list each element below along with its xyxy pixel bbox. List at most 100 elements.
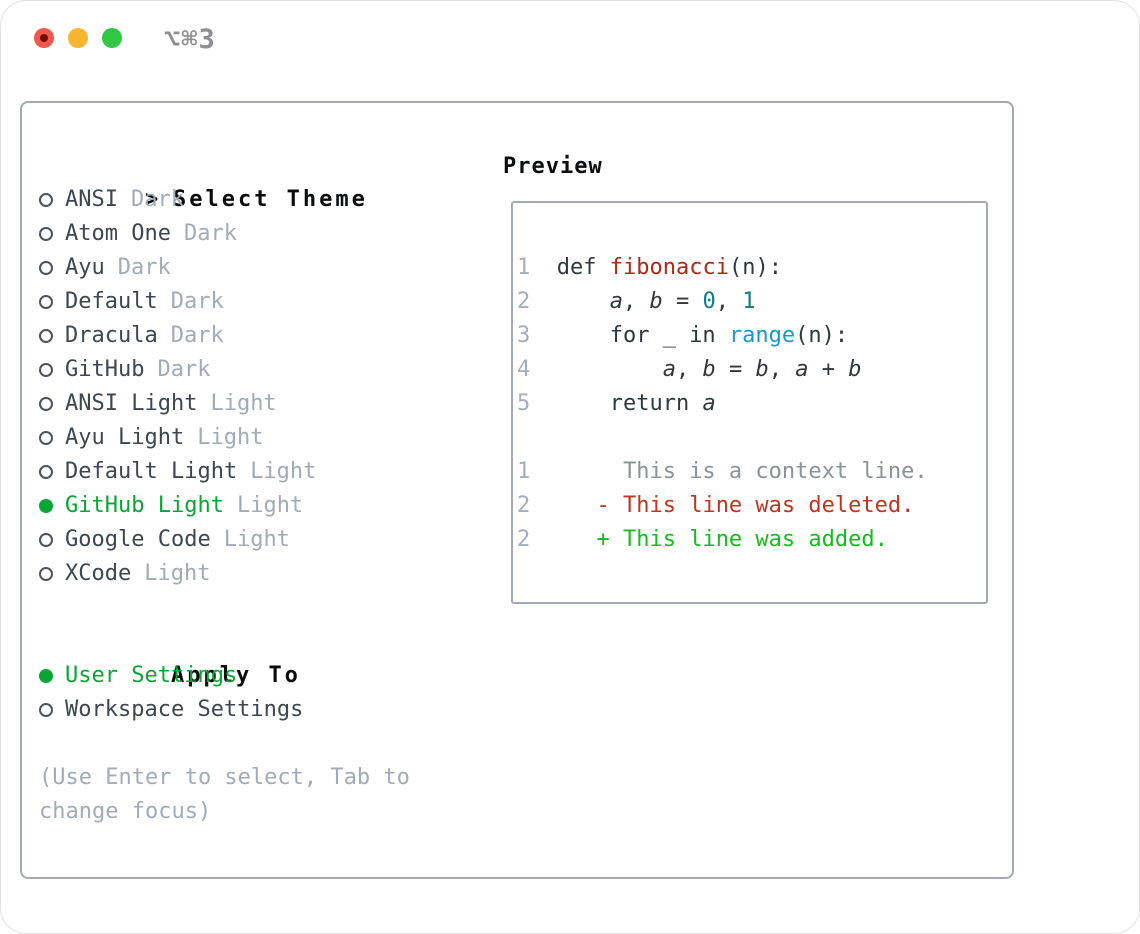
spacer <box>39 727 410 761</box>
preview-lines: 1 def fibonacci(n): 2 a, b = 0, 1 3 for _ … <box>517 251 928 557</box>
hint-line-1: (Use Enter to select, Tab to <box>39 765 410 790</box>
code-token-plain: , <box>715 289 743 314</box>
theme-name: ANSI Light <box>65 391 198 416</box>
theme-variant-badge: Light <box>236 493 304 518</box>
theme-option-xcode[interactable]: XCode Light <box>39 557 410 591</box>
code-token-plain: , <box>622 289 650 314</box>
apply-option-label: User Settings <box>65 663 238 688</box>
diff-preview: 1 This is a context line. 2 - This line w… <box>517 455 928 557</box>
code-token-plain: = <box>715 357 756 382</box>
radio-icon <box>39 227 53 241</box>
theme-name: Ayu <box>65 255 105 280</box>
theme-variant-badge: Light <box>223 527 290 552</box>
theme-name: Dracula <box>65 323 158 348</box>
close-button[interactable] <box>34 28 54 48</box>
radio-icon <box>39 261 53 275</box>
theme-option-ansi[interactable]: ANSI Dark <box>39 183 410 217</box>
prompt-caret-icon: > <box>144 187 159 212</box>
code-token-plain: , <box>675 357 703 382</box>
code-token-plain: = <box>662 289 703 314</box>
unsaved-indicator-dot <box>40 34 48 42</box>
theme-option-dracula[interactable]: Dracula Dark <box>39 319 410 353</box>
minimize-button[interactable] <box>68 28 88 48</box>
theme-name: GitHub <box>65 357 145 382</box>
radio-selected-icon <box>39 499 53 513</box>
code-token-var: a <box>702 391 716 416</box>
theme-option-github-light[interactable]: GitHub Light Light <box>39 489 410 523</box>
line-number: 1 <box>517 459 531 484</box>
code-token-var: b <box>755 357 769 382</box>
radio-icon <box>39 295 53 309</box>
code-token-var: a <box>609 289 623 314</box>
code-token-plain: (n): <box>795 323 849 348</box>
code-token-added: + This line was added. <box>596 527 888 552</box>
radio-icon <box>39 567 53 581</box>
line-number: 1 <box>517 255 531 280</box>
titlebar <box>34 28 122 48</box>
line-number: 3 <box>517 323 531 348</box>
theme-variant-badge: Dark <box>130 187 184 212</box>
code-token-plain: + <box>808 357 849 382</box>
code-line-3: 3 for _ in range(n): <box>517 319 928 353</box>
line-number: 2 <box>517 493 531 518</box>
preview-box: 1 def fibonacci(n): 2 a, b = 0, 1 3 for _ … <box>511 201 988 604</box>
apply-option-label: Workspace Settings <box>65 697 304 722</box>
code-token-plain: for _ in <box>530 323 729 348</box>
radio-icon <box>39 193 53 207</box>
code-line-1: 1 def fibonacci(n): <box>517 251 928 285</box>
apply-to-header: Apply To <box>39 625 410 688</box>
code-token-plain: def <box>530 255 610 280</box>
code-token-plain <box>530 289 609 314</box>
theme-variant-badge: Dark <box>170 289 224 314</box>
zoom-button[interactable] <box>102 28 122 48</box>
theme-name: GitHub Light <box>65 493 224 518</box>
code-token-number: 0 <box>702 289 716 314</box>
theme-variant-badge: Light <box>197 425 264 450</box>
theme-option-atom-one[interactable]: Atom One Dark <box>39 217 410 251</box>
code-token-context: This is a context line. <box>530 459 928 484</box>
code-token-var: b <box>702 357 716 382</box>
theme-name: Default Light <box>65 459 238 484</box>
radio-selected-icon <box>39 669 53 683</box>
spacer <box>39 591 410 625</box>
code-token-plain <box>530 527 596 552</box>
diff-line-2: 2 - This line was deleted. <box>517 489 928 523</box>
radio-icon <box>39 465 53 479</box>
code-token-var: b <box>848 357 862 382</box>
code-token-var: a <box>662 357 676 382</box>
theme-variant-badge: Light <box>144 561 211 586</box>
line-number: 5 <box>517 391 531 416</box>
apply-option-user-settings[interactable]: User Settings <box>39 659 410 693</box>
theme-option-google-code[interactable]: Google Code Light <box>39 523 410 557</box>
theme-option-ayu[interactable]: Ayu Dark <box>39 251 410 285</box>
theme-variant-badge: Dark <box>117 255 171 280</box>
code-token-plain: , <box>768 357 796 382</box>
radio-icon <box>39 329 53 343</box>
code-token-var: b <box>649 289 663 314</box>
radio-icon <box>39 703 53 717</box>
code-token-builtin: range <box>728 323 796 348</box>
apply-option-workspace-settings[interactable]: Workspace Settings <box>39 693 410 727</box>
theme-option-default-light[interactable]: Default Light Light <box>39 455 410 489</box>
theme-variant-badge: Light <box>250 459 317 484</box>
theme-name: XCode <box>65 561 132 586</box>
theme-name: Ayu Light <box>65 425 185 450</box>
theme-name: ANSI <box>65 187 118 212</box>
window-shortcut-label: ⌥⌘3 <box>164 24 216 55</box>
theme-option-ayu-light[interactable]: Ayu Light Light <box>39 421 410 455</box>
select-theme-header: >Select Theme <box>39 149 410 212</box>
radio-icon <box>39 431 53 445</box>
theme-name: Atom One <box>65 221 171 246</box>
code-preview: 1 def fibonacci(n): 2 a, b = 0, 1 3 for _ … <box>517 251 928 421</box>
line-number: 2 <box>517 289 531 314</box>
radio-icon <box>39 533 53 547</box>
theme-name: Google Code <box>65 527 211 552</box>
theme-variant-badge: Dark <box>170 323 224 348</box>
theme-variant-badge: Dark <box>183 221 237 246</box>
hint-line-2: change focus) <box>39 799 212 824</box>
